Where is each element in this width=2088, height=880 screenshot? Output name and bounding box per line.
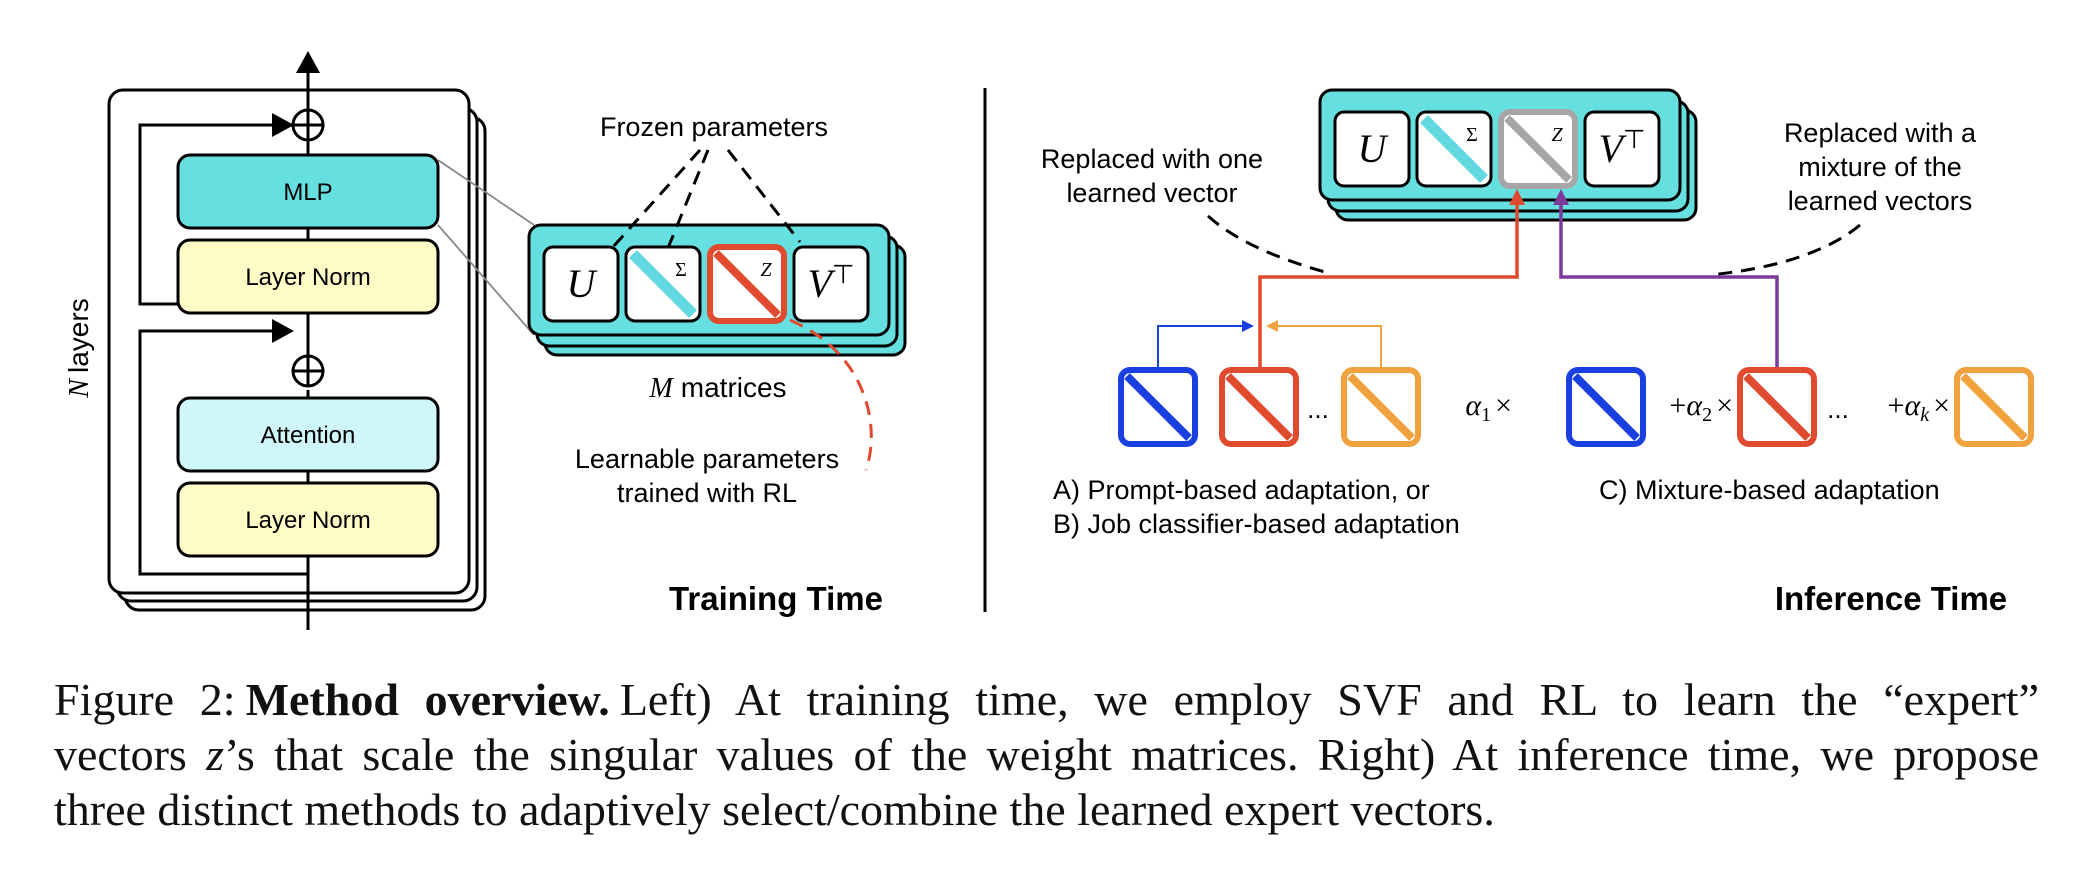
inference-z-label: Z — [1551, 124, 1563, 146]
mlp-block — [176, 153, 440, 230]
v-matrix — [792, 245, 870, 323]
expert-vector-blue-c — [1566, 367, 1646, 447]
c-ellipsis: ... — [1827, 394, 1849, 424]
mlp-connector-bottom — [437, 224, 535, 336]
inference-z-matrix-replaced: Z — [1498, 109, 1578, 189]
v-matrix-label: V⊤ — [807, 259, 854, 306]
caption-text-2a: vectors — [54, 729, 187, 780]
layer-norm-top-label: Layer Norm — [245, 264, 370, 291]
residual-loop-lower — [138, 319, 308, 576]
expert-vector-orange-ab — [1341, 367, 1421, 447]
replaced-one-line2: learned vector — [1066, 178, 1237, 208]
inference-sigma-matrix: Σ — [1415, 110, 1493, 188]
ab-ellipsis: ... — [1307, 394, 1329, 424]
attention-label: Attention — [261, 422, 356, 449]
label-mixture-based: C) Mixture-based adaptation — [1599, 475, 1940, 505]
sum-node-upper — [291, 108, 325, 142]
u-matrix-label: U — [567, 261, 599, 306]
frozen-parameters-label: Frozen parameters — [600, 112, 828, 142]
layer-norm-bottom-label: Layer Norm — [245, 507, 370, 534]
attention-block — [176, 396, 440, 473]
inference-matrix-stack: U Σ Z V⊤ — [1318, 88, 1698, 222]
inference-v-matrix — [1583, 110, 1661, 188]
mixture-vector-path — [1553, 189, 1779, 375]
layer-norm-bottom-block — [176, 481, 440, 558]
replaced-mix-dashed — [1709, 223, 1861, 277]
caption-var-z: z — [206, 729, 225, 780]
sum-node-lower — [291, 354, 325, 388]
z-matrix-learnable: Z — [707, 244, 787, 324]
caption-line-2: vectors z’s that scale the singular valu… — [54, 727, 2039, 782]
alpha-k-term: +αk× — [1888, 389, 1950, 426]
label-classifier-based: B) Job classifier-based adaptation — [1053, 509, 1460, 539]
blue-selection-arrow — [1157, 320, 1254, 372]
expert-vector-orange-c — [1954, 367, 2034, 447]
alpha-2-term: +α2× — [1669, 389, 1733, 426]
sigma-label: Σ — [675, 259, 687, 281]
expert-vector-red-c — [1737, 367, 1817, 447]
n-layers-label: Nlayers — [63, 298, 95, 398]
caption-line-3: three distinct methods to adaptively sel… — [54, 784, 1495, 835]
u-matrix — [542, 245, 620, 323]
inference-u-label: U — [1358, 126, 1390, 171]
method-overview-figure: MLP Layer Norm Attention Layer Norm Nlay… — [63, 51, 2034, 630]
caption-text-1: Left) At training time, we employ SVF an… — [619, 674, 2039, 725]
caption-figure-label: Figure 2: — [54, 674, 236, 725]
inference-sigma-label: Σ — [1466, 124, 1478, 146]
figure-caption: Figure 2:Method overview.Left) At traini… — [54, 672, 2039, 837]
z-label: Z — [760, 259, 772, 281]
mlp-connector-top — [437, 159, 535, 226]
label-prompt-based: A) Prompt-based adaptation, or — [1053, 475, 1430, 505]
replaced-mix-line1: Replaced with a — [1784, 118, 1977, 148]
expert-vector-blue-ab — [1118, 367, 1198, 447]
layer-norm-top-block — [176, 238, 440, 315]
transformer-stack: MLP Layer Norm Attention Layer Norm Nlay… — [63, 51, 487, 630]
alpha-1-term: α1× — [1465, 389, 1512, 426]
inference-v-label: V⊤ — [1598, 124, 1645, 171]
learnable-label-line1: Learnable parameters — [575, 444, 839, 474]
learnable-label-line2: trained with RL — [617, 478, 797, 508]
inference-u-matrix — [1333, 110, 1411, 188]
frozen-dashed-lines — [610, 148, 802, 250]
training-time-title: Training Time — [669, 580, 883, 617]
inference-time-title: Inference Time — [1775, 580, 2007, 617]
replaced-one-dashed — [1206, 214, 1326, 274]
selected-vector-path — [1258, 189, 1525, 375]
training-matrix-stack: U Σ Z V⊤ — [527, 223, 907, 357]
caption-line-1: Figure 2:Method overview.Left) At traini… — [54, 672, 2039, 727]
replaced-mix-line2: mixture of the — [1798, 152, 1962, 182]
caption-title: Method overview. — [245, 674, 610, 725]
orange-selection-arrow — [1266, 320, 1382, 372]
mlp-label: MLP — [283, 179, 332, 206]
expert-vector-red-ab — [1219, 367, 1299, 447]
learnable-dashed-curve — [789, 318, 873, 471]
replaced-mix-line3: learned vectors — [1788, 186, 1973, 216]
replaced-one-line1: Replaced with one — [1041, 144, 1263, 174]
sigma-matrix: Σ — [624, 245, 702, 323]
caption-text-2b: ’s that scale the singular values of the… — [224, 729, 2040, 780]
